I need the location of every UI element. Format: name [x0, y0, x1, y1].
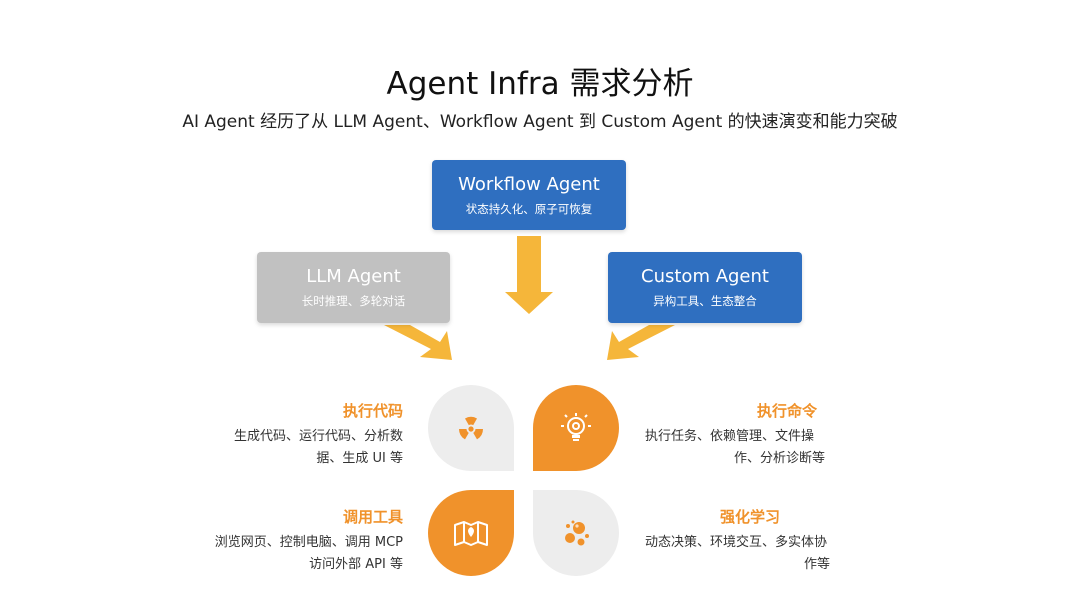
page-subtitle: AI Agent 经历了从 LLM Agent、Workflow Agent 到…	[182, 112, 898, 132]
map-pin-icon	[454, 521, 488, 546]
exec-cmd-desc-line2: 作、分析诊断等	[733, 451, 825, 466]
exec-cmd-desc-line1: 执行任务、依赖管理、文件操	[645, 429, 815, 444]
rl-caption: 强化学习 动态决策、环境交互、多实体协 作等	[645, 506, 840, 576]
rl-title: 强化学习	[719, 508, 780, 526]
arrow-left-diagonal	[384, 325, 452, 360]
radiation-icon	[459, 416, 483, 440]
arrow-right-diagonal	[607, 325, 675, 360]
rl-desc-line2: 作等	[803, 557, 830, 572]
rl-leaf	[533, 490, 619, 576]
exec-code-desc-line2: 据、生成 UI 等	[316, 451, 403, 466]
custom-agent-title: Custom Agent	[641, 266, 769, 287]
tools-title: 调用工具	[342, 508, 403, 526]
exec-cmd-title: 执行命令	[756, 402, 817, 420]
arrow-down	[505, 236, 553, 314]
workflow-agent-title: Workflow Agent	[458, 174, 600, 195]
workflow-agent-desc: 状态持久化、原子可恢复	[465, 202, 593, 216]
exec-code-caption: 执行代码 生成代码、运行代码、分析数 据、生成 UI 等	[213, 400, 403, 470]
molecule-icon	[565, 520, 589, 546]
page-title: Agent Infra 需求分析	[386, 66, 694, 102]
exec-code-title: 执行代码	[342, 402, 403, 420]
tools-leaf	[428, 490, 514, 576]
custom-agent-desc: 异构工具、生态整合	[653, 294, 757, 308]
exec-cmd-leaf	[533, 385, 619, 471]
custom-agent-box: Custom Agent 异构工具、生态整合	[608, 252, 802, 323]
llm-agent-box: LLM Agent 长时推理、多轮对话	[257, 252, 450, 323]
llm-agent-desc: 长时推理、多轮对话	[301, 294, 406, 308]
exec-cmd-caption: 执行命令 执行任务、依赖管理、文件操 作、分析诊断等	[645, 400, 835, 470]
lightbulb-gear-icon	[561, 413, 591, 441]
llm-agent-title: LLM Agent	[306, 266, 401, 287]
tools-desc-line2: 访问外部 API 等	[309, 557, 403, 572]
exec-code-desc-line1: 生成代码、运行代码、分析数	[233, 429, 403, 444]
workflow-agent-box: Workflow Agent 状态持久化、原子可恢复	[432, 160, 626, 230]
tools-desc-line1: 浏览网页、控制电脑、调用 MCP	[214, 535, 403, 550]
tools-caption: 调用工具 浏览网页、控制电脑、调用 MCP 访问外部 API 等	[213, 506, 403, 576]
rl-desc-line1: 动态决策、环境交互、多实体协	[645, 535, 828, 550]
exec-code-leaf	[428, 385, 514, 471]
